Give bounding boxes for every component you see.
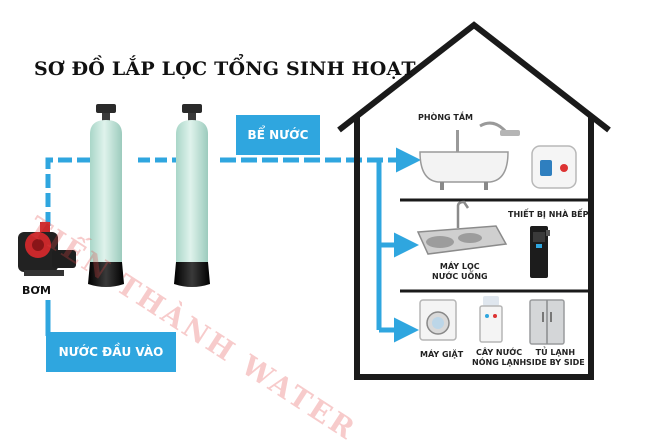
fridge-label-line1: TỦ LẠNH xyxy=(535,348,576,357)
dispenser-label-line2: NÓNG LẠNH xyxy=(472,357,527,367)
dispenser-label: CÂY NƯỚC NÓNG LẠNH xyxy=(472,348,526,367)
fridge-label-line2: SIDE BY SIDE xyxy=(526,357,585,367)
fridge-icon xyxy=(529,299,565,345)
water-purifier-icon xyxy=(530,226,550,278)
filter-tank-2 xyxy=(174,104,210,287)
kitchen-sink-icon xyxy=(416,200,508,255)
pump-icon xyxy=(18,222,76,276)
pump-label: BƠM xyxy=(22,284,51,297)
diagram-title: SƠ ĐỒ LẮP LỌC TỔNG SINH HOẠT xyxy=(34,58,416,80)
diagram-canvas xyxy=(18,21,611,380)
purifier-label-line1: MÁY LỌC xyxy=(439,262,480,271)
dispenser-label-line1: CÂY NƯỚC xyxy=(476,348,523,357)
inlet-tag: NƯỚC ĐẦU VÀO xyxy=(46,332,176,372)
tank-tag: BỂ NƯỚC xyxy=(236,115,320,155)
pump-outlet-pipe xyxy=(45,157,100,226)
water-heater-icon xyxy=(531,145,577,189)
fridge-label: TỦ LẠNH SIDE BY SIDE xyxy=(526,348,585,367)
bathroom-label: PHÒNG TẮM xyxy=(418,113,474,122)
house-outline xyxy=(337,21,611,380)
bathtub-icon xyxy=(419,121,520,190)
kitchen-label: THIẾT BỊ NHÀ BẾP xyxy=(508,210,589,219)
filter-tank-1 xyxy=(88,104,124,287)
washer-label: MÁY GIẶT xyxy=(420,350,464,359)
purifier-label: MÁY LỌC NƯỚC UỐNG xyxy=(432,262,488,281)
purifier-label-line2: NƯỚC UỐNG xyxy=(432,271,488,281)
washing-machine-icon xyxy=(419,299,457,341)
water-dispenser-icon xyxy=(479,296,503,343)
